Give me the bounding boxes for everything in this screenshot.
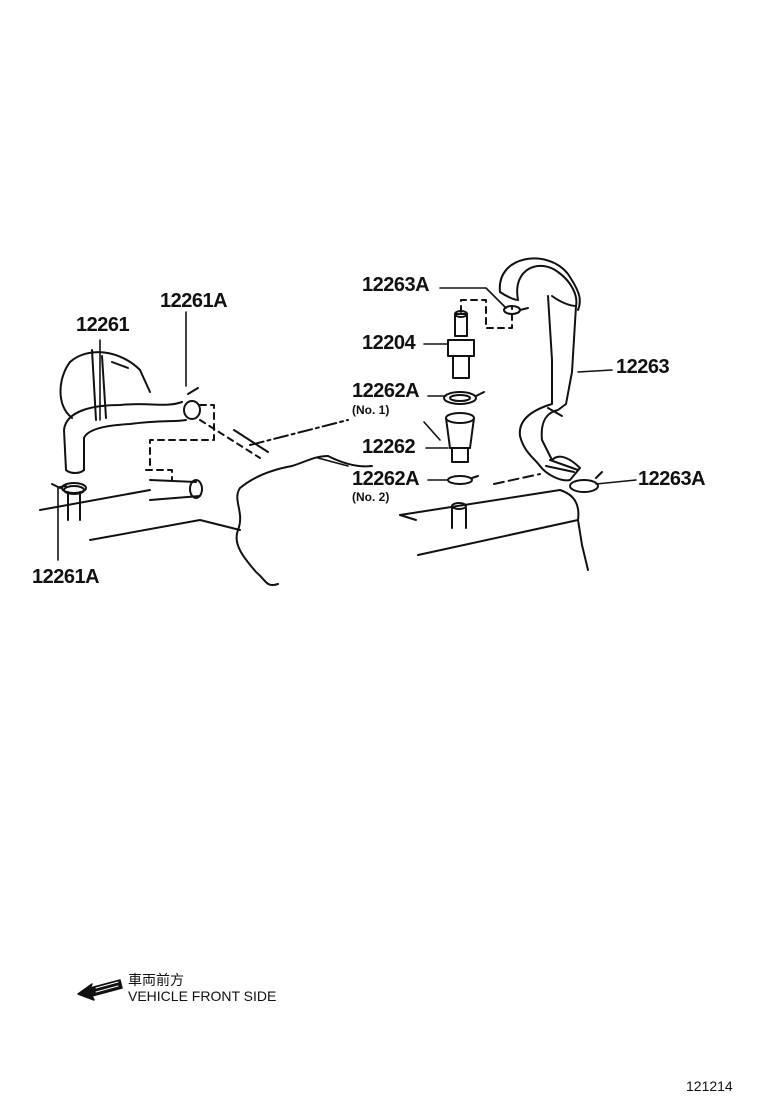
clamp-12263a-right-tab — [595, 471, 603, 479]
clamp-12261a-upper-tab — [187, 387, 199, 395]
document-id: 121214 — [686, 1078, 733, 1094]
air-cleaner-body — [59, 349, 151, 421]
engine-cover-left — [39, 455, 329, 586]
clamp-12261a-lower — [61, 482, 87, 494]
hose-12261 — [63, 401, 187, 474]
label-12262a-no2: 12262A — [352, 468, 420, 490]
gasket-12262a-no2 — [447, 475, 473, 485]
pcv-boss — [451, 502, 467, 529]
gasket-12262a-no1-inner — [449, 394, 471, 402]
label-12263: 12263 — [616, 356, 670, 378]
label-12261a-bottom: 12261A — [32, 566, 100, 588]
phantom-valve-hose — [460, 299, 513, 329]
vehicle-front-arrow — [77, 979, 123, 1001]
label-12262: 12262 — [362, 436, 416, 458]
centerline-no1 — [249, 419, 349, 446]
direction-japanese: 車両前方 — [128, 972, 184, 988]
clamp-12261a-upper — [183, 400, 201, 420]
clamp-12263a-top-tab — [519, 307, 529, 311]
label-12261a-top: 12261A — [160, 290, 228, 312]
phantom-line-right — [493, 473, 541, 485]
label-12262a-no2-note: (No. 2) — [352, 490, 390, 504]
leader-short-left — [233, 429, 269, 453]
clamp-12263a-right — [569, 479, 599, 493]
left-nipple-pipe — [63, 479, 203, 521]
gasket-no2-tab — [471, 475, 479, 479]
label-12204: 12204 — [362, 332, 416, 354]
phantom-lines-left — [59, 404, 261, 488]
clamp-12261a-lower-tab — [51, 483, 61, 489]
grommet-12262 — [445, 412, 475, 463]
pcv-valve-12204 — [447, 310, 475, 379]
cylinder-head-cover — [327, 455, 589, 571]
label-12263a-right: 12263A — [638, 468, 706, 490]
label-12262a-no1: 12262A — [352, 380, 420, 402]
label-12262a-no1-note: (No. 1) — [352, 403, 390, 417]
gasket-no1-tab — [475, 391, 485, 397]
direction-english: VEHICLE FRONT SIDE — [128, 988, 277, 1004]
label-12263a-top: 12263A — [362, 274, 430, 296]
hose-12263 — [498, 257, 581, 482]
leader-lines — [57, 287, 637, 561]
label-12261: 12261 — [76, 314, 130, 336]
gasket-12262a-no1 — [443, 391, 477, 405]
